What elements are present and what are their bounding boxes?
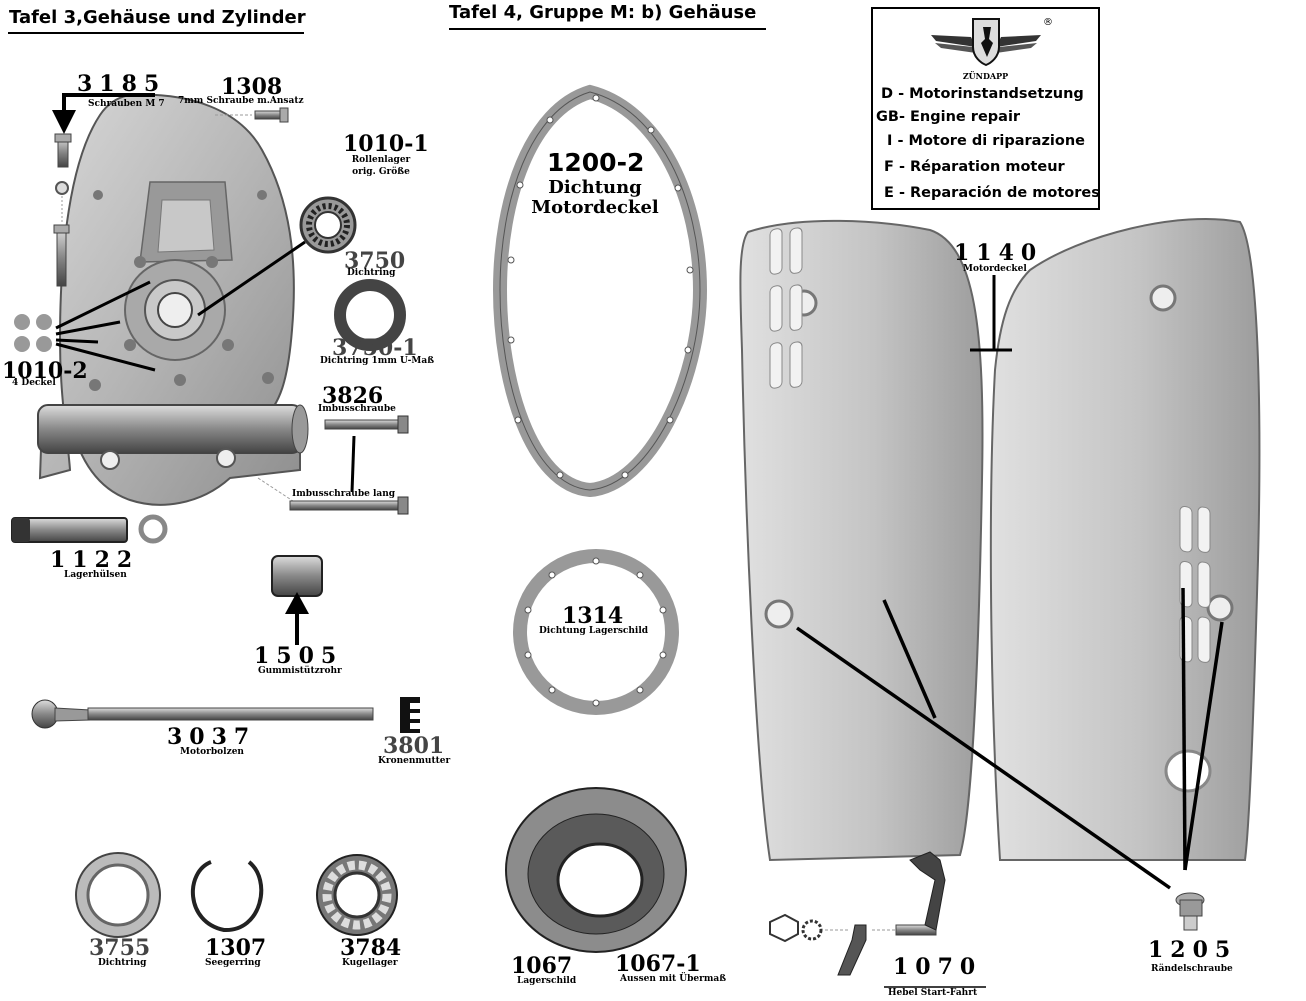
legend-line-es: E - Reparación de motores	[884, 185, 1100, 201]
part-name-3037: Motorbolzen	[180, 747, 244, 757]
part-name-3826-long: Imbusschraube lang	[292, 489, 396, 499]
engine-cover-left-drawing	[739, 219, 984, 862]
allen-bolts-3826-drawing	[257, 415, 409, 515]
part-name-1505: Gummistützrohr	[258, 666, 342, 676]
part-number-1314: 1314	[562, 603, 624, 629]
legend-line-fr: F - Réparation moteur	[884, 159, 1065, 175]
cover-1140-leader	[970, 275, 1012, 352]
part-name-1067: Lagerschild	[517, 976, 577, 986]
part-number-3750: 3750	[344, 248, 406, 274]
part-number-1070: 1070	[893, 954, 983, 980]
part-name-3750: Dichtring	[347, 268, 396, 278]
plate-3-title: Tafel 3,Gehäuse und Zylinder	[9, 7, 306, 28]
part-number-3755: 3755	[89, 935, 151, 961]
plate-4-title: Tafel 4, Gruppe M: b) Gehäuse	[449, 2, 757, 23]
part-number-3784: 3784	[340, 935, 402, 961]
part-name-3185: Schrauben M 7	[88, 99, 165, 109]
legend-line-gb: GB- Engine repair	[876, 109, 1021, 125]
crankcase-housing-drawing	[37, 93, 309, 506]
part-number-3826: 3826	[322, 383, 384, 409]
brand-name: ZÜNDAPP	[962, 71, 1009, 81]
part-name-1307: Seegerring	[205, 958, 261, 968]
part-number-1067-1: 1067-1	[615, 951, 701, 977]
language-legend: ® ZÜNDAPP D - Motorinstandsetzung GB- En…	[871, 7, 1100, 210]
covers-1010-2-drawing	[14, 280, 156, 372]
part-name-3755: Dichtring	[98, 958, 147, 968]
part-name-3801: Kronenmutter	[378, 756, 451, 766]
gasket-1200-2-drawing	[492, 84, 708, 498]
knurled-screw-1205-drawing	[1175, 892, 1205, 931]
part-number-1010-1: 1010-1	[343, 131, 429, 157]
part-name-3784: Kugellager	[342, 958, 398, 968]
part-name-1122: Lagerhülsen	[64, 570, 127, 580]
part-name-1010-2: 4 Deckel	[12, 378, 56, 388]
part-number-1010-2: 1010-2	[2, 358, 88, 384]
part-number-3037: 3037	[167, 724, 257, 750]
part-number-1308: 1308	[221, 74, 283, 100]
part-number-3801: 3801	[383, 733, 445, 759]
start-lever-1070-drawing	[769, 851, 946, 976]
part-number-1067: 1067	[511, 953, 573, 979]
screw-1205-leaders	[795, 587, 1224, 890]
part-name-3750-1: Dichtring 1mm U-Maß	[320, 356, 435, 366]
screw-1308-drawing	[215, 107, 289, 123]
bearing-sleeve-1122-drawing	[11, 514, 168, 544]
part-name-1200-2-line2: Motordeckel	[531, 197, 659, 218]
screw-3185-drawing	[52, 93, 155, 287]
crown-nut-3801-drawing	[400, 697, 420, 733]
legend-line-de: D - Motorinstandsetzung	[881, 86, 1084, 102]
part-name-1010-1-line1: Rollenlager	[351, 155, 411, 165]
part-number-1200-2: 1200-2	[547, 148, 645, 177]
seal-ring-3750-drawing	[334, 279, 406, 351]
part-name-1140: Motordeckel	[963, 264, 1027, 274]
part-number-1205: 1205	[1148, 937, 1238, 963]
engine-bolt-3037-drawing	[31, 699, 374, 729]
part-number-1122: 1122	[50, 547, 140, 573]
part-number-1140: 1140	[954, 240, 1044, 266]
part-number-3750-1: 3750-1	[332, 335, 418, 361]
roller-bearing-1010-1-drawing	[197, 196, 357, 317]
ball-bearing-3784-drawing	[316, 854, 398, 936]
part-name-1314: Dichtung Lagerschild	[539, 626, 649, 636]
seal-ring-3755-drawing	[75, 852, 161, 938]
part-name-3826: Imbusschraube	[318, 404, 396, 414]
circlip-1307-drawing	[190, 860, 264, 933]
legend-line-it: I - Motore di riparazione	[887, 133, 1085, 149]
part-name-1070: Hebel Start-Fahrt	[888, 988, 978, 998]
part-number-1307: 1307	[205, 935, 267, 961]
rubber-tube-1505-drawing	[271, 555, 323, 645]
part-name-1308: 7mm Schraube m.Ansatz	[178, 96, 304, 106]
bearing-plate-1067-drawing	[505, 787, 687, 953]
gasket-1314-drawing	[513, 549, 679, 715]
part-number-1505: 1505	[254, 643, 344, 669]
trademark-mark: ®	[1043, 17, 1053, 28]
part-number-3185: 3185	[77, 71, 167, 97]
engine-cover-right-drawing	[989, 217, 1261, 861]
zundapp-logo-icon	[931, 18, 1041, 67]
part-name-1200-2-line1: Dichtung	[548, 177, 642, 198]
part-name-1205: Rändelschraube	[1151, 964, 1233, 974]
part-name-1067-1: Aussen mit Übermaß	[620, 974, 727, 984]
part-name-1010-1-line2: orig. Größe	[352, 167, 410, 177]
